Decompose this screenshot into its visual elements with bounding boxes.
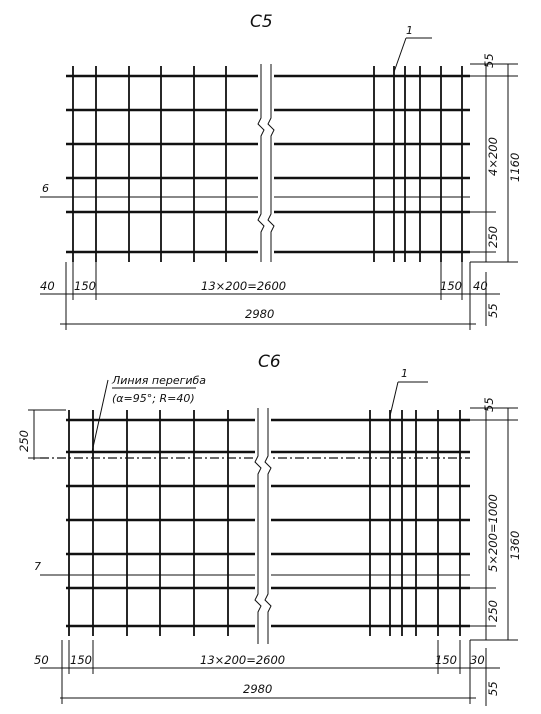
c5-dim-40-left: 40 <box>40 279 55 293</box>
c6-bend-label-leader <box>91 379 109 453</box>
c6-break-gap <box>254 406 272 644</box>
c5-break-gap <box>257 62 275 266</box>
c6-right-dimensions: 55 5×200=1000 1360 250 <box>470 397 522 641</box>
c6-dim-150-right: 150 <box>435 653 457 667</box>
c5-dim-40-right: 40 <box>473 279 488 293</box>
c6-dim-150-left: 150 <box>70 653 92 667</box>
c5-dim-150-right: 150 <box>440 279 462 293</box>
c5-callout-6: 6 <box>42 182 49 195</box>
c5-dim-55-right: 55 <box>486 303 500 318</box>
c5-dim-250: 250 <box>486 226 500 248</box>
c6-break-line-left <box>254 408 262 644</box>
c6-callout-1: 1 <box>401 367 408 380</box>
c5-bottom-dimensions: 40 150 13×200=2600 150 40 55 2980 <box>40 262 500 330</box>
mesh-c5: С5 <box>40 12 522 330</box>
c5-dim-top-55: 55 <box>482 53 496 68</box>
c5-dim-total: 2980 <box>245 307 274 321</box>
c6-break-line-right <box>264 408 272 644</box>
c5-callout-1-leader <box>393 37 407 73</box>
c6-dim-5x200: 5×200=1000 <box>486 494 500 572</box>
mesh-c5-transverse-rods <box>72 66 463 262</box>
mesh-c6-transverse-rods <box>68 410 461 636</box>
c5-dim-1160: 1160 <box>508 153 522 182</box>
c5-break-line-left <box>257 64 265 262</box>
c5-break-line-right <box>267 64 275 262</box>
c6-dim-250-left: 250 <box>17 430 31 452</box>
c6-dim-50-left: 50 <box>34 653 49 667</box>
c6-left-dimension: 250 <box>17 409 66 460</box>
c6-dim-total: 2980 <box>243 682 272 696</box>
mesh-c6: С6 Линия перегиба (α=95°; R=40) <box>17 352 522 706</box>
c6-bend-line-params: (α=95°; R=40) <box>112 392 195 405</box>
c6-dim-top-55: 55 <box>482 397 496 412</box>
c6-dim-250-bottom: 250 <box>486 600 500 622</box>
mesh-c5-title: С5 <box>250 12 273 32</box>
c5-right-dimensions: 55 4×200 1160 250 <box>470 53 522 263</box>
c6-dim-1360: 1360 <box>508 531 522 560</box>
c6-bend-line-label: Линия перегиба <box>111 374 206 387</box>
mesh-c6-title: С6 <box>258 352 281 372</box>
c6-dim-55-right: 55 <box>486 681 500 696</box>
c6-callout-1-leader <box>389 381 399 417</box>
c6-dim-middle: 13×200=2600 <box>200 653 285 667</box>
c5-callout-1: 1 <box>406 24 413 37</box>
c5-dim-150-left: 150 <box>74 279 96 293</box>
c6-dim-30-right: 30 <box>470 653 485 667</box>
c6-bottom-dimensions: 50 150 13×200=2600 150 30 55 2980 <box>34 640 500 706</box>
c5-dim-4x200: 4×200 <box>486 137 500 176</box>
c5-dim-middle: 13×200=2600 <box>201 279 286 293</box>
c6-callout-7: 7 <box>34 560 41 573</box>
